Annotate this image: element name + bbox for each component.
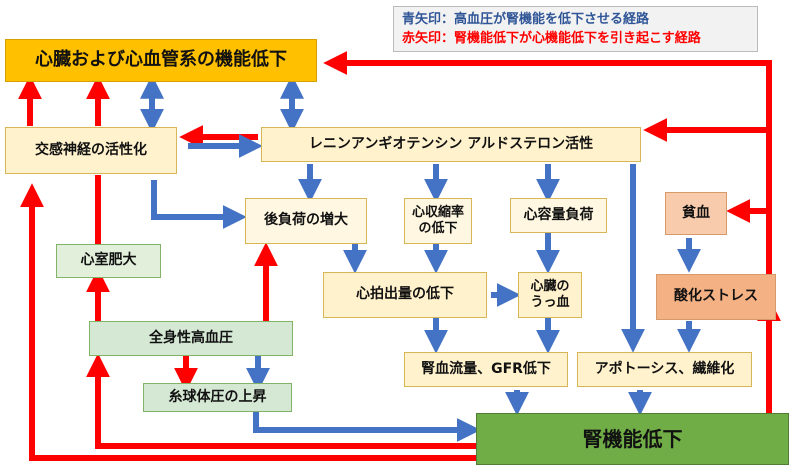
node-renal: 腎機能低下 (476, 413, 789, 465)
node-congestion: 心臓の うっ血 (518, 272, 582, 318)
red-arrow-renal-to-sympathetic (20, 183, 477, 461)
node-afterload: 後負荷の増大 (245, 198, 367, 244)
legend-blue: 青矢印：高血圧が腎機能を低下させる経路 (402, 12, 650, 27)
node-hypertension: 全身性高血圧 (89, 321, 293, 356)
blue-arrows (140, 74, 701, 442)
node-contractility: 心収縮率 の低下 (404, 198, 472, 244)
blue-arrow-sympathetic-to-afterload (151, 180, 247, 229)
node-glomerular: 糸球体圧の上昇 (143, 383, 292, 412)
node-oxidative: 酸化ストレス (656, 274, 776, 320)
node-hypertrophy: 心室肥大 (56, 244, 161, 278)
blue-arrow-glomerular-to-renal (253, 412, 481, 442)
node-renal-flow: 腎血流量、GFR低下 (404, 352, 568, 387)
node-volume: 心容量負荷 (510, 198, 607, 233)
node-output: 心拍出量の低下 (323, 272, 487, 318)
node-cardiac: 心臓および心血管系の機能低下 (5, 39, 317, 82)
node-sympathetic: 交感神経の活性化 (5, 127, 177, 174)
node-apoptosis: アポトーシス、繊維化 (577, 352, 752, 387)
node-anemia: 貧血 (665, 192, 727, 235)
red-arrows (18, 51, 781, 461)
legend-red: 赤矢印：腎機能低下が心機能低下を引き起こす経路 (402, 31, 701, 46)
red-arrow-renal-to-hypertension (86, 353, 477, 449)
legend-box: 青矢印：高血圧が腎機能を低下させる経路 赤矢印：腎機能低下が心機能低下を引き起こ… (393, 6, 758, 52)
node-raas: レニンアンギオテンシン アルドステロン活性 (261, 127, 641, 162)
